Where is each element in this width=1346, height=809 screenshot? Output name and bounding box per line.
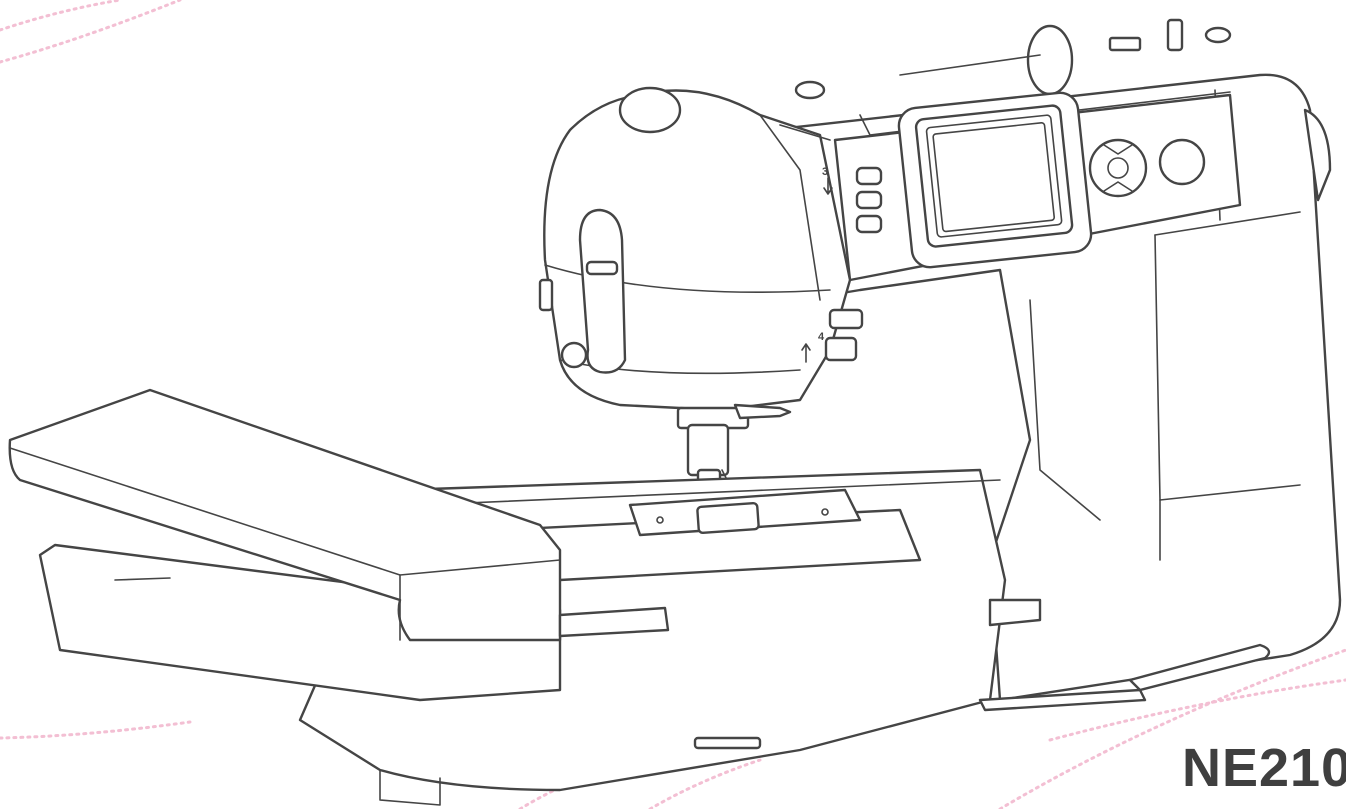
presser-foot	[676, 403, 792, 506]
panel-buttons	[855, 166, 883, 234]
lcd-screen	[932, 122, 1056, 233]
control-panel	[833, 91, 1242, 282]
embroidery-unit	[8, 388, 670, 702]
direction-pad	[1088, 138, 1148, 198]
needle-mark-side: 4	[818, 331, 825, 343]
model-name: NE210	[1182, 738, 1346, 798]
hand-wheel	[1303, 108, 1332, 202]
speed-dial	[1158, 138, 1206, 186]
needle-mark-top: 3	[822, 166, 828, 178]
sewing-head: 3 4	[538, 86, 864, 412]
